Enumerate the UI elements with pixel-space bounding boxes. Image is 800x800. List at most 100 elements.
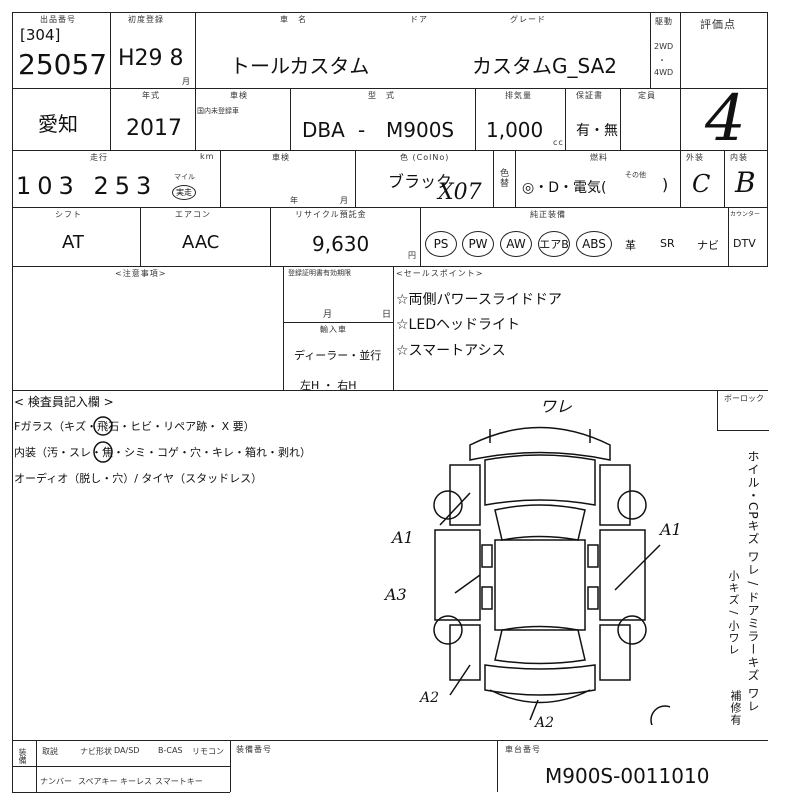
rule-row3 [12, 207, 768, 208]
equip-navi: ナビ [697, 239, 719, 252]
mileage-value: 103 253 [16, 172, 158, 200]
inspection2-month: 月 [340, 196, 349, 205]
div-footer-c [497, 740, 498, 792]
footer-bottom-0: ナンバー [40, 777, 72, 786]
frame-top [12, 12, 768, 13]
equip-leather: 革 [625, 239, 636, 252]
equip-label: 純正装備 [530, 210, 566, 219]
interior-value: B [735, 166, 756, 199]
fuel-options: ◎・D・電気( [522, 180, 607, 196]
footer-side-label: 装備 [18, 748, 27, 764]
div-r1-d [680, 12, 681, 150]
shift-value: AT [62, 232, 84, 253]
rule-footer-mid [12, 766, 230, 767]
footer-top-2: DA/SD [114, 746, 140, 755]
interior-label: 内装 [730, 153, 748, 162]
type-dash: - [358, 118, 366, 142]
lot-bracket: [304] [20, 26, 61, 44]
rule-notes-mid [283, 322, 393, 323]
type-model: M900S [386, 118, 455, 142]
displacement-label: 排気量 [505, 91, 532, 100]
div-r1-a [110, 12, 111, 150]
div-r3-f [724, 150, 725, 207]
inspection-line-2: 内装（汚・スレ・焦・シミ・コゲ・穴・キレ・箱れ・剥れ） [14, 446, 311, 459]
div-r4-c [420, 207, 421, 266]
equip-airbag: エアB [538, 231, 570, 257]
counter-label: カウンター [730, 211, 761, 218]
import-label: 輸入車 [320, 325, 347, 334]
inspection-title: < 検査員記入欄 > [14, 395, 114, 409]
fuel-other: その他 [625, 171, 646, 179]
sales-point-2: ☆LEDヘッドライト [396, 317, 520, 333]
equip-dtv: DTV [733, 237, 756, 250]
exterior-label: 外装 [686, 153, 704, 162]
color-code: X07 [438, 180, 482, 205]
div-notes-a [283, 266, 284, 390]
car-diagram [433, 426, 670, 725]
rule-row1 [12, 88, 768, 89]
import-options: ディーラー・並行 [294, 349, 382, 362]
mileage-unit: km [200, 152, 215, 161]
side-legend: ホイル・CPキズ ワレ / ドアミラーキズ ワレ [746, 450, 760, 713]
mileage-label: 走行 [90, 153, 108, 162]
rule-row2 [12, 150, 768, 151]
equip-ps: PS [425, 231, 457, 257]
registration-month: 月 [323, 310, 334, 320]
warranty-value: 有・無 [576, 123, 618, 139]
capacity-label: 定員 [638, 91, 656, 100]
div-r1-b [195, 12, 196, 88]
warranty-label: 保証書 [576, 91, 603, 100]
div-r3-c [493, 150, 494, 207]
div-r4-b [270, 207, 271, 266]
div-r2-c [475, 88, 476, 150]
type-label: 型 式 [368, 91, 395, 100]
lot-label: 出品番号 [40, 15, 76, 24]
recycle-label: リサイクル預託金 [295, 210, 367, 219]
rule-row4 [12, 266, 768, 267]
mark-a1-right: A1 [660, 520, 682, 539]
sales-point-3: ☆スマートアシス [396, 343, 506, 359]
div-r4-a [140, 207, 141, 266]
first-reg-label: 初度登録 [128, 15, 164, 24]
displacement-unit: cc [553, 138, 564, 147]
displacement-value: 1,000 [486, 118, 544, 142]
shift-label: シフト [55, 210, 82, 219]
first-reg-month: 月 [182, 77, 191, 86]
bolock-divider [717, 390, 718, 430]
mark-a2-left: A2 [420, 690, 440, 706]
door-label: ドア [410, 15, 428, 24]
chassis-label: 車台番号 [505, 745, 541, 754]
model-name-label: 車 名 [280, 15, 307, 24]
color-value: ブラック [388, 172, 453, 191]
notices-label: <注意事項> [115, 269, 167, 278]
footer-top-0: 取説 [42, 747, 58, 756]
sales-label: <セールスポイント> [396, 269, 484, 278]
frame-left [12, 12, 13, 792]
mileage-badge: 実走 [172, 185, 196, 200]
rule-footer-bottom [12, 792, 230, 793]
rule-notes [12, 390, 768, 391]
inspection-label: 車検 [230, 91, 248, 100]
exterior-value: C [692, 170, 711, 198]
div-notes-b [393, 266, 394, 390]
footer-bottom-1: スペアキー [78, 777, 118, 786]
side-repair: 補修有 [729, 690, 742, 726]
equip-abs: ABS [576, 231, 612, 257]
div-r2-b [290, 88, 291, 150]
chassis-number: M900S-0011010 [545, 764, 710, 788]
div-r3-a [220, 150, 221, 207]
equip-aw: AW [500, 231, 532, 257]
first-reg-value: H29 8 [118, 46, 184, 71]
type-prefix: DBA [302, 118, 345, 142]
footer-top-4: リモコン [192, 747, 224, 756]
div-r3-d [515, 150, 516, 207]
bolock-label: ボーロック [724, 394, 764, 403]
ac-label: エアコン [175, 210, 211, 219]
div-footer-a [36, 740, 37, 792]
frame-right [767, 12, 768, 267]
drive-dot: ・ [658, 56, 667, 65]
recycle-unit: 円 [408, 251, 417, 260]
fuel-label: 燃料 [590, 153, 608, 162]
steering-options: 左H ・ 右H [300, 379, 357, 392]
inspection-sub: 国内未登録車 [197, 107, 239, 115]
